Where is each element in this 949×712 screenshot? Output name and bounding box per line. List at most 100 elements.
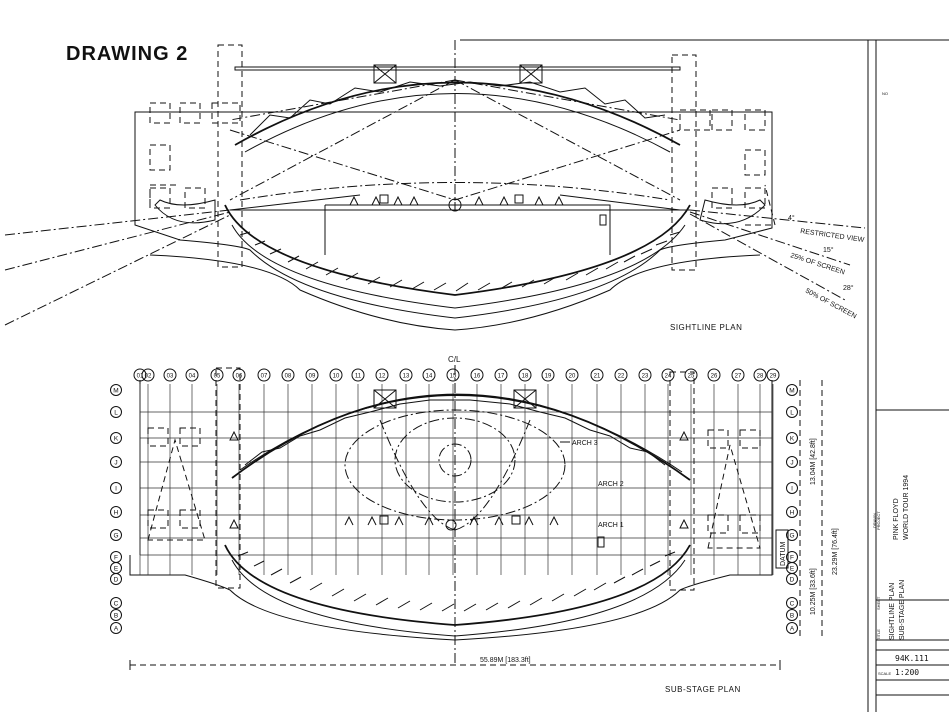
rowgrid-right-label-I: I bbox=[791, 486, 793, 493]
drawing-title: DRAWING 2 bbox=[66, 43, 188, 65]
rowgrid-left-label-I: I bbox=[115, 486, 117, 493]
rowgrid-right-bubble-I bbox=[786, 482, 798, 494]
sheet-line2: SUB-STAGE PLAN bbox=[899, 580, 906, 640]
rowgrid-left-bubble-G bbox=[110, 529, 122, 541]
column-bubble-20 bbox=[565, 368, 579, 382]
rowgrid-right-label-A: A bbox=[790, 626, 795, 633]
column-label-14: 14 bbox=[426, 374, 433, 380]
side-mark-1: DRAWN bbox=[872, 513, 877, 528]
column-label-24: 24 bbox=[665, 374, 672, 380]
rowgrid-right-bubble-D bbox=[786, 573, 798, 585]
rowgrid-left-label-J: J bbox=[114, 460, 117, 467]
arch-1-label: ARCH 1 bbox=[598, 522, 624, 529]
rowgrid-left-bubble-D bbox=[110, 573, 122, 585]
rowgrid-right-label-G: G bbox=[789, 533, 794, 540]
column-bubble-14 bbox=[422, 368, 436, 382]
column-label-04: 04 bbox=[189, 374, 196, 380]
column-bubble-01 bbox=[133, 368, 147, 382]
rowgrid-left-bubble-L bbox=[110, 406, 122, 418]
column-bubble-11 bbox=[351, 368, 365, 382]
column-label-07: 07 bbox=[261, 374, 268, 380]
column-bubble-09 bbox=[305, 368, 319, 382]
column-bubble-29 bbox=[766, 368, 780, 382]
rowgrid-left-bubble-J bbox=[110, 456, 122, 468]
side-mark-0: NO bbox=[882, 91, 888, 96]
rowgrid-left-label-B: B bbox=[114, 613, 118, 620]
column-label-15: 15 bbox=[450, 374, 457, 380]
rowgrid-left-label-E: E bbox=[114, 566, 119, 573]
screen50-label: 50% OF SCREEN bbox=[804, 288, 857, 321]
column-bubble-13 bbox=[399, 368, 413, 382]
column-label-18: 18 bbox=[522, 374, 529, 380]
column-bubble-08 bbox=[281, 368, 295, 382]
sub-stage-plan-label: SUB-STAGE PLAN bbox=[665, 685, 741, 694]
column-label-21: 21 bbox=[594, 374, 601, 380]
title-block: PINK FLOYD WORLD TOUR 1994 SIGHTLINE PLA… bbox=[460, 39, 949, 712]
column-label-03: 03 bbox=[167, 374, 174, 380]
column-label-09: 09 bbox=[309, 374, 316, 380]
rowgrid-right-label-K: K bbox=[790, 436, 795, 443]
drawing-number: 94K.111 bbox=[895, 654, 929, 663]
rowgrid-left-label-D: D bbox=[114, 577, 119, 584]
restricted-view-label: RESTRICTED VIEW bbox=[800, 228, 865, 244]
column-bubble-23 bbox=[638, 368, 652, 382]
column-label-17: 17 bbox=[498, 374, 505, 380]
column-bubble-25 bbox=[684, 368, 698, 382]
sightline-plan: RESTRICTED VIEW 4° 15° 28° 25% OF SCREEN… bbox=[4, 44, 866, 332]
rowgrid-right-bubble-K bbox=[786, 432, 798, 444]
rowgrid-right-label-F: F bbox=[790, 555, 794, 562]
column-bubble-16 bbox=[470, 368, 484, 382]
column-label-05: 05 bbox=[214, 374, 221, 380]
column-bubble-26 bbox=[707, 368, 721, 382]
column-label-29: 29 bbox=[770, 374, 777, 380]
column-label-22: 22 bbox=[618, 374, 625, 380]
column-label-28: 28 bbox=[757, 374, 764, 380]
centerline-label: C/L bbox=[448, 355, 461, 364]
rowgrid-left-bubble-C bbox=[110, 597, 122, 609]
column-label-13: 13 bbox=[403, 374, 410, 380]
column-label-01: 01 bbox=[137, 374, 144, 380]
column-bubble-17 bbox=[494, 368, 508, 382]
column-label-06: 06 bbox=[236, 374, 243, 380]
rowgrid-right-bubble-J bbox=[786, 456, 798, 468]
rowgrid-left-bubble-B bbox=[110, 609, 122, 621]
column-label-20: 20 bbox=[569, 374, 576, 380]
column-bubble-24 bbox=[661, 368, 675, 382]
rowgrid-left-label-A: A bbox=[114, 626, 119, 633]
column-bubble-21 bbox=[590, 368, 604, 382]
project-line2: WORLD TOUR 1994 bbox=[903, 475, 910, 540]
column-label-26: 26 bbox=[711, 374, 718, 380]
rowgrid-left-label-C: C bbox=[114, 601, 119, 608]
column-label-19: 19 bbox=[545, 374, 552, 380]
column-label-12: 12 bbox=[379, 374, 386, 380]
rowgrid-left-label-M: M bbox=[113, 388, 118, 395]
arch-2-label: ARCH 2 bbox=[598, 481, 624, 488]
column-bubble-03 bbox=[163, 368, 177, 382]
rowgrid-left-label-K: K bbox=[114, 436, 119, 443]
column-bubble-05 bbox=[210, 368, 224, 382]
sightline-plan-label: SIGHTLINE PLAN bbox=[670, 323, 742, 332]
rowgrid-right-label-J: J bbox=[790, 460, 793, 467]
column-bubble-06 bbox=[232, 368, 246, 382]
column-bubble-04 bbox=[185, 368, 199, 382]
deg4-label: 4° bbox=[788, 214, 795, 222]
rowgrid-left-label-L: L bbox=[114, 410, 118, 417]
rowgrid-right-bubble-H bbox=[786, 506, 798, 518]
rowgrid-right-bubble-B bbox=[786, 609, 798, 621]
column-bubble-27 bbox=[731, 368, 745, 382]
rowgrid-left-bubble-I bbox=[110, 482, 122, 494]
side-mark-4: PROJECT bbox=[876, 511, 881, 530]
rowgrid-right-label-D: D bbox=[790, 577, 795, 584]
rowgrid-right-label-B: B bbox=[790, 613, 794, 620]
deg28-label: 28° bbox=[843, 284, 854, 292]
column-bubble-12 bbox=[375, 368, 389, 382]
overall-width-dim: 55.89M [183.3ft] bbox=[480, 657, 531, 664]
screen25-label: 25% OF SCREEN bbox=[789, 252, 845, 276]
side-mark-2: SHEET bbox=[876, 596, 881, 610]
rowgrid-left-label-F: F bbox=[114, 555, 118, 562]
column-label-10: 10 bbox=[333, 374, 340, 380]
column-label-25: 25 bbox=[688, 374, 695, 380]
rowgrid-left-label-H: H bbox=[114, 510, 119, 517]
